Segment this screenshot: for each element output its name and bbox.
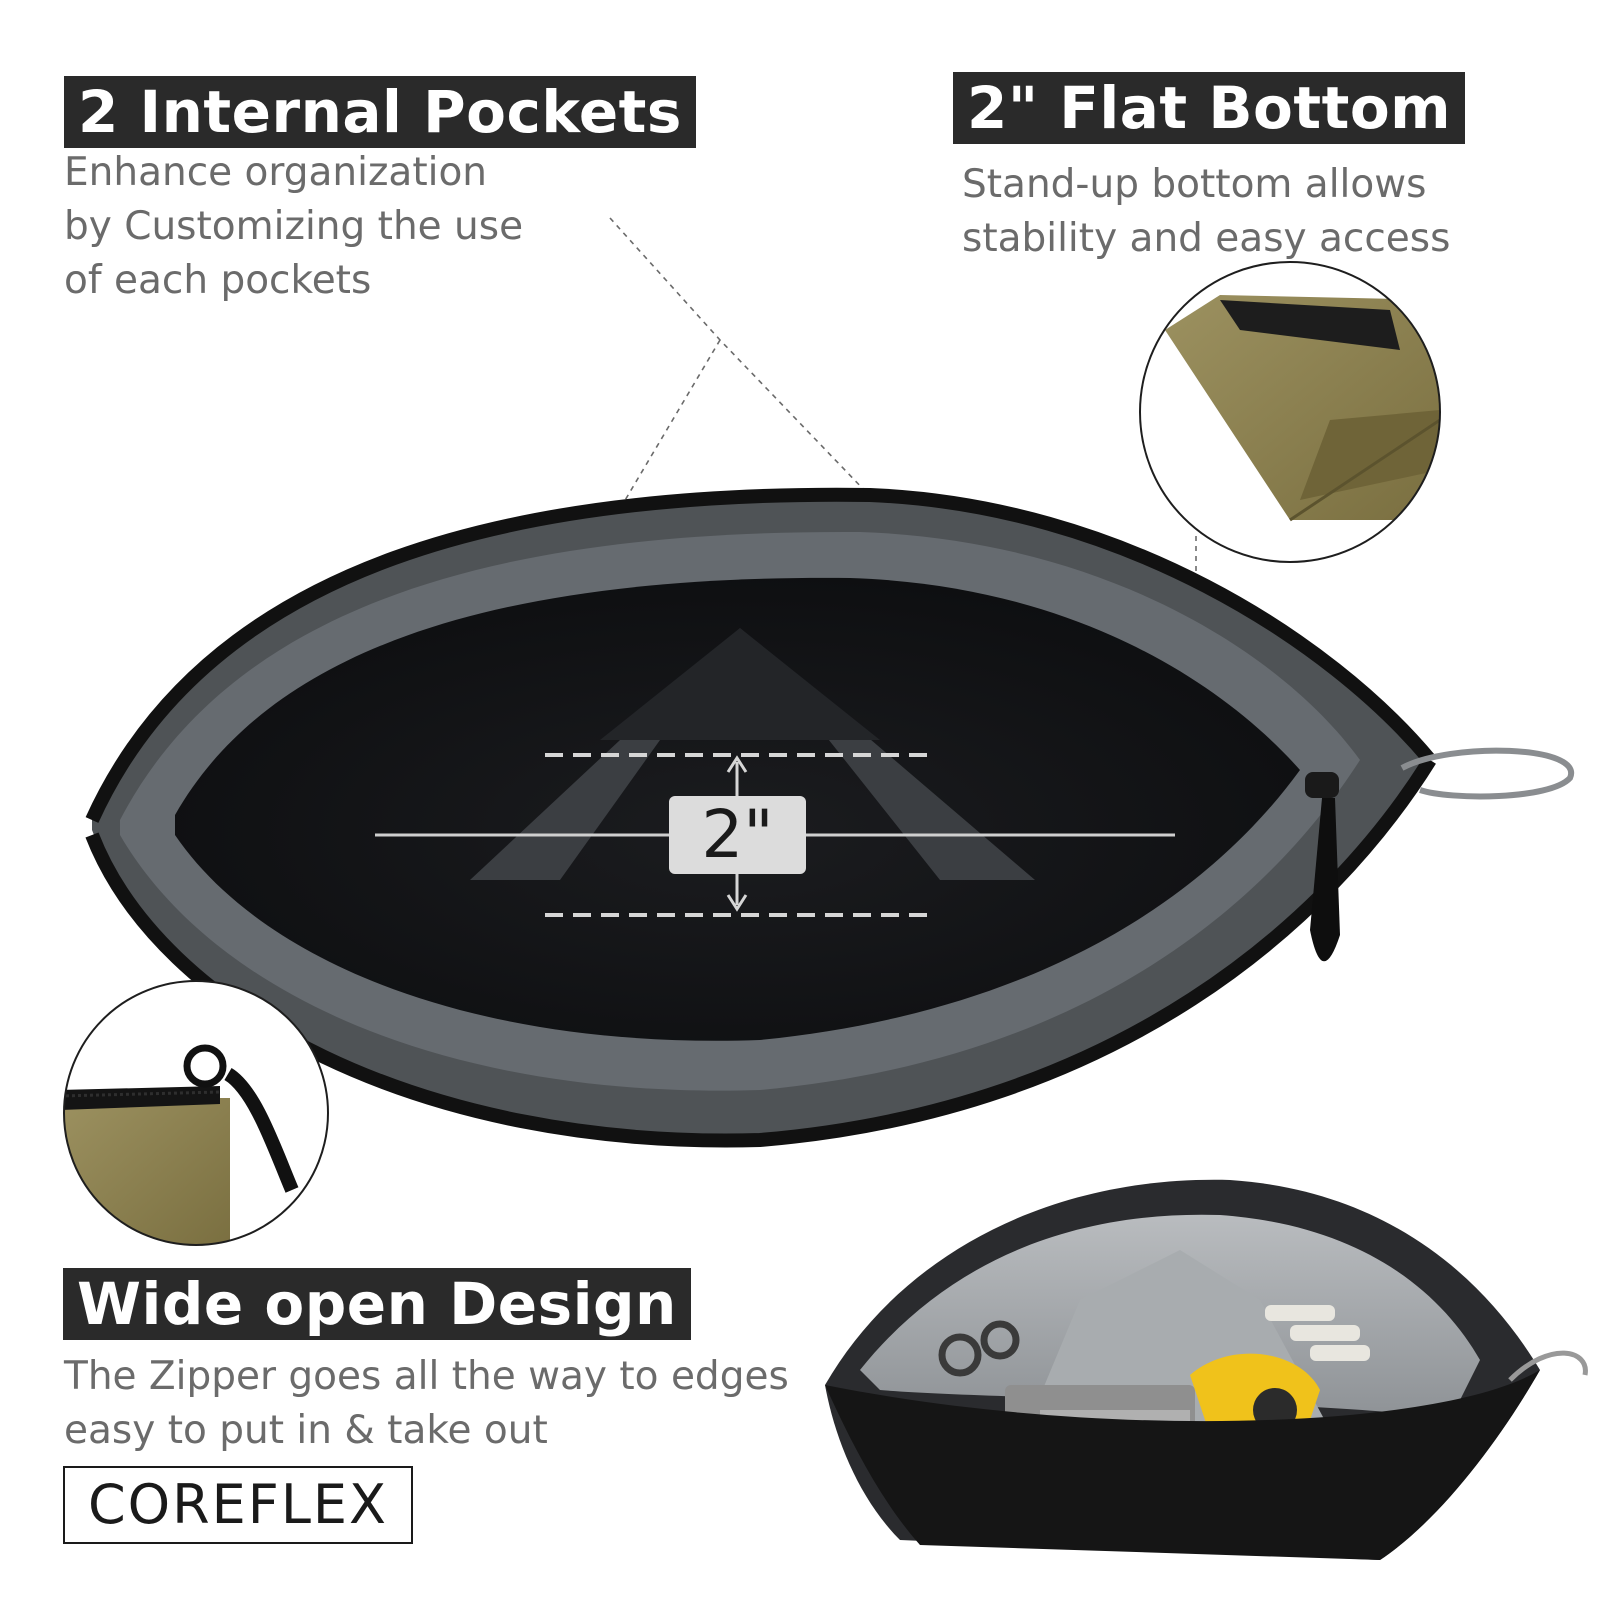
detail-circle-zipper: [63, 980, 329, 1246]
open-pouch-main: [85, 487, 1575, 1148]
heading-flat-bottom: 2" Flat Bottom: [953, 72, 1466, 144]
pouch-with-tools: [825, 1179, 1588, 1560]
heading-wide-open-design: Wide open Design: [63, 1268, 691, 1340]
heading-internal-pockets: 2 Internal Pockets: [64, 76, 696, 148]
dimension-label: 2": [669, 796, 806, 874]
zipper-pull: [1305, 747, 1575, 962]
detail-circle-flat-bottom: [1139, 261, 1441, 563]
description-wide-open-design: The Zipper goes all the way to edges eas…: [64, 1350, 789, 1458]
description-line: stability and easy access: [962, 216, 1451, 261]
description-line: easy to put in & take out: [64, 1408, 548, 1453]
description-line: The Zipper goes all the way to edges: [64, 1354, 789, 1399]
brand-logo: COREFLEX: [63, 1466, 413, 1544]
description-line: of each pockets: [64, 258, 372, 303]
description-internal-pockets: Enhance organization by Customizing the …: [64, 146, 523, 308]
description-flat-bottom: Stand-up bottom allows stability and eas…: [962, 158, 1450, 266]
description-line: by Customizing the use: [64, 204, 524, 249]
description-line: Enhance organization: [64, 150, 488, 195]
description-line: Stand-up bottom allows: [962, 162, 1427, 207]
